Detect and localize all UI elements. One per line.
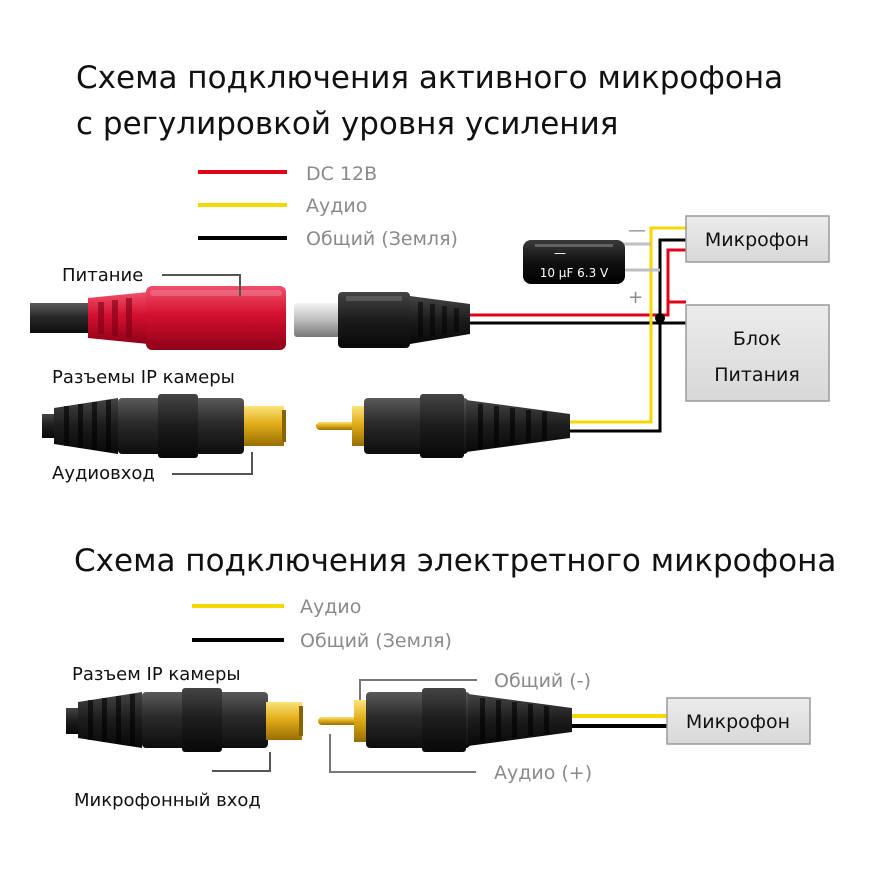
- microphone-box-label: Микрофон: [705, 229, 809, 251]
- power-connector-body: [146, 286, 286, 350]
- capacitor-plus-label: +: [628, 287, 643, 308]
- rca-female-audio-in: [42, 394, 286, 458]
- microphone-box-electret: Микрофон: [666, 697, 811, 745]
- dc-jack-male: [294, 292, 470, 348]
- junction-dot: [655, 313, 665, 323]
- camera-connector-label: Разъем IP камеры: [72, 664, 241, 685]
- legend-label-audio-2: Аудио: [300, 596, 361, 618]
- legend-label-audio: Аудио: [306, 195, 367, 217]
- legend-label-ground-2: Общий (Земля): [300, 630, 452, 652]
- microphone-box-label-2: Микрофон: [686, 711, 790, 733]
- common-minus-label: Общий (-): [494, 670, 591, 692]
- legend-label-ground: Общий (Земля): [306, 228, 458, 250]
- electret-title: Схема подключения электретного микрофона: [74, 543, 836, 579]
- camera-connectors-label: Разъемы IP камеры: [52, 367, 235, 388]
- capacitor-minus-mark: —: [554, 246, 566, 260]
- mic-input-label: Микрофонный вход: [74, 790, 261, 811]
- capacitor-minus-label: —: [628, 220, 646, 241]
- power-cable: [30, 303, 90, 333]
- power-supply-label-2: Питания: [714, 364, 800, 386]
- legend-label-dc: DC 12В: [306, 163, 377, 185]
- audio-in-label: Аудиовход: [52, 463, 155, 484]
- active-mic-section: Схема подключения активного микрофона с …: [30, 60, 830, 484]
- power-label: Питание: [62, 265, 143, 286]
- power-cable-female: [30, 286, 286, 350]
- wiring-active: [470, 226, 686, 433]
- capacitor: — 10 µF 6.3 V — +: [523, 220, 646, 308]
- audio-plus-label: Аудио (+): [494, 762, 592, 784]
- legend-electret: Аудио Общий (Земля): [192, 596, 452, 652]
- rca-male-electret: [318, 688, 572, 752]
- microphone-box-active: Микрофон: [685, 215, 830, 263]
- capacitor-body: [523, 240, 625, 284]
- power-supply-label-1: Блок: [733, 328, 781, 350]
- title-line-1: Схема подключения активного микрофона: [76, 60, 783, 96]
- legend-active: DC 12В Аудио Общий (Земля): [198, 163, 458, 250]
- electret-mic-section: Схема подключения электретного микрофона…: [66, 543, 836, 811]
- title-line-2: с регулировкой уровня усиления: [76, 106, 618, 142]
- power-supply-box: Блок Питания: [685, 304, 830, 402]
- dc-jack-tip: [294, 303, 342, 337]
- dc-jack-body: [338, 292, 410, 348]
- rca-male-active: [316, 394, 570, 458]
- rca-female-mic-in: [66, 688, 303, 752]
- capacitor-rating: 10 µF 6.3 V: [540, 266, 609, 280]
